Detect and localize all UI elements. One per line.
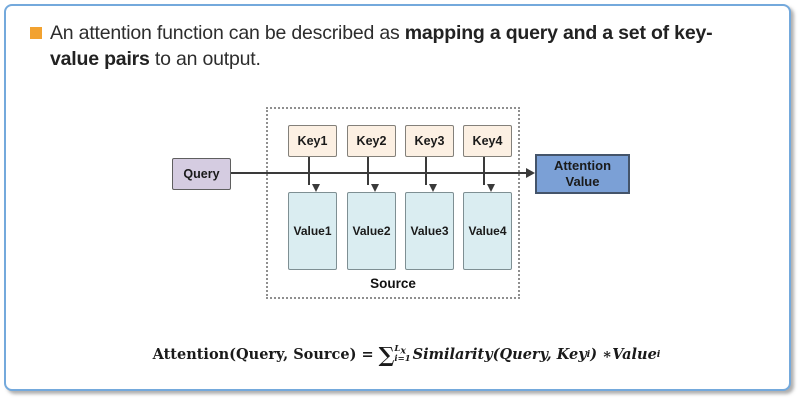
key4-box: Key4 <box>463 125 512 157</box>
source-label: Source <box>370 276 416 291</box>
source-dotted-container <box>266 107 520 299</box>
summation-icon: ∑ <box>378 342 395 367</box>
value1-box: Value1 <box>288 192 337 270</box>
summation-lower-limit: i=1 <box>394 354 411 365</box>
query-box: Query <box>172 158 231 190</box>
key2-to-value2-arrow-line <box>367 157 369 185</box>
key1-to-value1-arrow-line <box>308 157 310 185</box>
value2-box: Value2 <box>347 192 396 270</box>
query-to-attention-arrowhead <box>526 168 535 178</box>
title-bold-segment: mapping a query and a set of key-value p… <box>50 22 713 70</box>
query-to-attention-arrow-line <box>231 172 526 174</box>
value4-box: Value4 <box>463 192 512 270</box>
bullet-square-icon <box>30 27 42 39</box>
title-text: An attention function can be described a… <box>50 20 746 72</box>
key2-to-value2-arrowhead <box>370 184 379 192</box>
key4-to-value4-arrow-line <box>483 157 485 185</box>
formula-lhs: Attention(Query, Source) <box>152 346 357 363</box>
formula-key-subscript: i <box>586 349 591 360</box>
slide-frame <box>4 4 791 391</box>
title-prefix: An attention function can be described a… <box>50 22 405 44</box>
formula-value-subscript: i <box>656 349 661 360</box>
key1-box: Key1 <box>288 125 337 157</box>
summation-upper-base: L <box>394 343 401 354</box>
key2-box: Key2 <box>347 125 396 157</box>
slide-title: An attention function can be described a… <box>30 20 746 72</box>
key3-to-value3-arrowhead <box>428 184 437 192</box>
summation-upper-limit: Lx <box>394 343 410 357</box>
formula-operator: ) ∗ <box>590 346 613 363</box>
summation-upper-subscript: x <box>400 345 407 357</box>
key3-to-value3-arrow-line <box>425 157 427 185</box>
key1-to-value1-arrowhead <box>311 184 320 192</box>
value3-box: Value3 <box>405 192 454 270</box>
attention-value-box: Attention Value <box>535 154 630 194</box>
formula-equals: = <box>361 346 374 363</box>
key3-box: Key3 <box>405 125 454 157</box>
formula-similarity-term: Similarity(Query, Key <box>412 346 587 363</box>
key4-to-value4-arrowhead <box>486 184 495 192</box>
formula-value-term: Value <box>612 346 657 363</box>
title-suffix: to an output. <box>149 48 261 70</box>
